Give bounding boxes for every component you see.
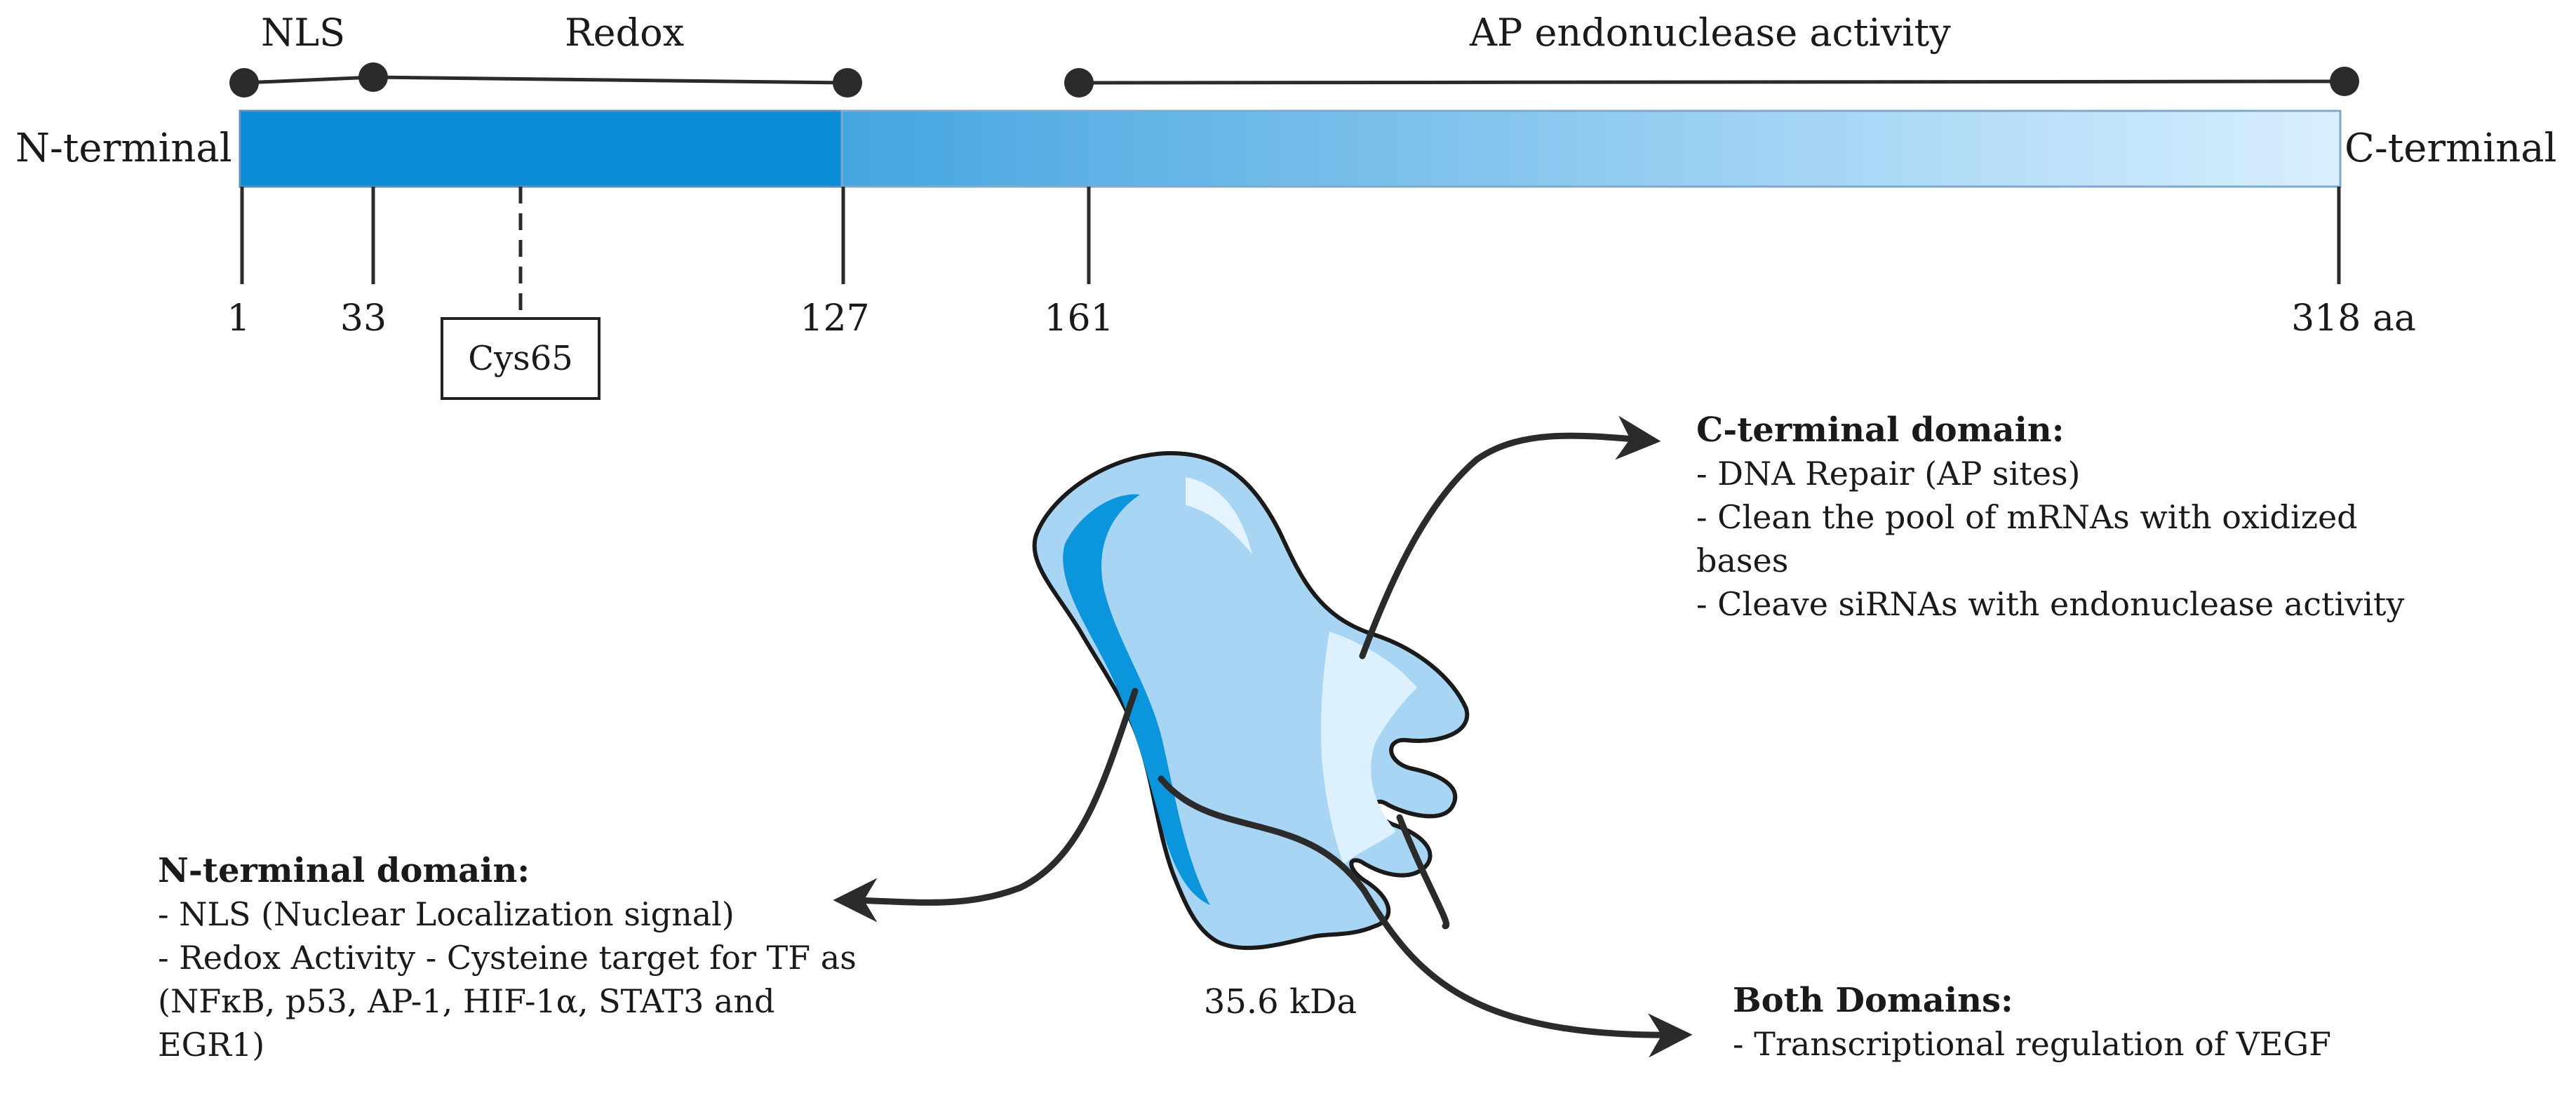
position-33: 33 [340,297,387,340]
n-terminal-domain-bar [239,109,843,188]
n-terminal-heading: N-terminal domain: [158,851,530,890]
redox-end-dot [833,68,862,98]
n-terminal-line: (NFκB, p53, AP-1, HIF-1α, STAT3 and [158,982,775,1020]
protein-dark-band [1063,494,1210,905]
c-terminal-line: - Cleave siRNAs with endonuclease activi… [1696,585,2405,623]
nls-region-label: NLS [261,11,346,55]
c-terminal-domain-bar [840,109,2342,188]
redox-region-label: Redox [565,11,685,55]
both-domains-arrow-2 [1396,814,1450,930]
cys65-box: Cys65 [441,317,601,400]
nls-end-dot [358,62,388,92]
nls-connector [243,75,374,85]
c-terminal-arrow [1359,415,1661,660]
nls-start-dot [229,68,259,98]
protein-illustration [1032,450,1470,951]
ap-connector [1078,79,2345,85]
position-ticks [240,187,2341,317]
c-terminal-domain-text: C-terminal domain: - DNA Repair (AP site… [1696,408,2404,626]
n-terminal-domain-text: N-terminal domain: - NLS (Nuclear Locali… [158,849,857,1066]
position-1: 1 [227,297,250,340]
c-terminal-line: bases [1696,542,1789,580]
protein-light-band [1321,631,1417,864]
c-terminal-line: - Clean the pool of mRNAs with oxidized [1696,498,2358,536]
position-161: 161 [1044,297,1114,340]
both-domains-arrow-1 [1158,775,1693,1058]
ap-region-label: AP endonuclease activity [1470,11,1951,55]
both-domains-line: - Transcriptional regulation of VEGF [1733,1025,2332,1063]
ap-start-dot [1064,68,1094,98]
c-terminal-line: - DNA Repair (AP sites) [1696,455,2081,493]
cys65-label: Cys65 [468,339,573,378]
both-domains-text: Both Domains: - Transcriptional regulati… [1733,979,2331,1066]
c-terminal-heading: C-terminal domain: [1696,410,2065,450]
ap-end-dot [2330,67,2359,96]
position-318: 318 aa [2291,297,2416,340]
c-terminal-label: C-terminal [2344,126,2557,171]
protein-highlight [1186,477,1252,554]
position-127: 127 [800,297,870,340]
n-terminal-line: - NLS (Nuclear Localization signal) [158,895,734,933]
protein-mass-label: 35.6 kDa [1203,982,1357,1022]
n-terminal-line: EGR1) [158,1026,265,1064]
redox-connector [373,75,848,85]
region-connectors [229,62,2359,98]
n-terminal-line: - Redox Activity - Cysteine target for T… [158,939,857,977]
domain-bar [239,109,2342,188]
both-domains-heading: Both Domains: [1733,981,2013,1020]
n-terminal-arrow [833,688,1139,923]
arrows [833,415,1693,1058]
n-terminal-label: N-terminal [15,126,232,171]
